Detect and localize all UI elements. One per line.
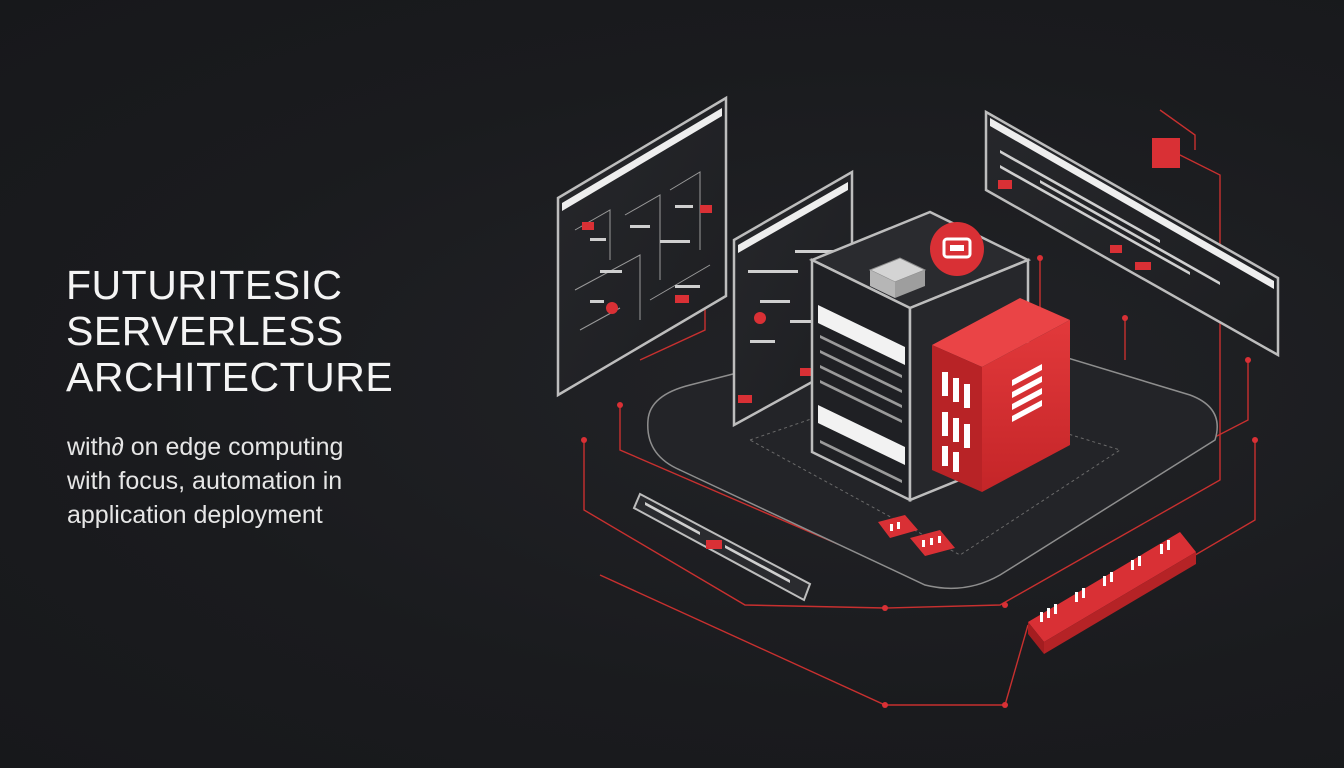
server-icon xyxy=(868,257,927,298)
headline: FUTURITESIC SERVERLESS ARCHITECTURE xyxy=(66,262,393,400)
subtitle: with∂ on edge computing with focus, auto… xyxy=(67,430,343,532)
red-bar-right xyxy=(1028,532,1196,654)
headline-line-1: FUTURITESIC xyxy=(66,262,343,308)
floating-panel-right xyxy=(984,109,1280,358)
subtitle-line-2: with focus, automation in xyxy=(67,467,343,495)
floating-panel-left xyxy=(556,95,728,398)
database-icon xyxy=(932,298,1070,492)
subtitle-line-1: with∂ on edge computing xyxy=(67,433,344,461)
red-chips xyxy=(878,515,955,556)
headline-line-3: ARCHITECTURE xyxy=(66,354,394,400)
data-strip-left xyxy=(632,492,812,602)
subtitle-line-3: application deployment xyxy=(67,501,323,529)
headline-line-2: SERVERLESS xyxy=(66,308,344,354)
cloud-icon xyxy=(930,222,984,276)
